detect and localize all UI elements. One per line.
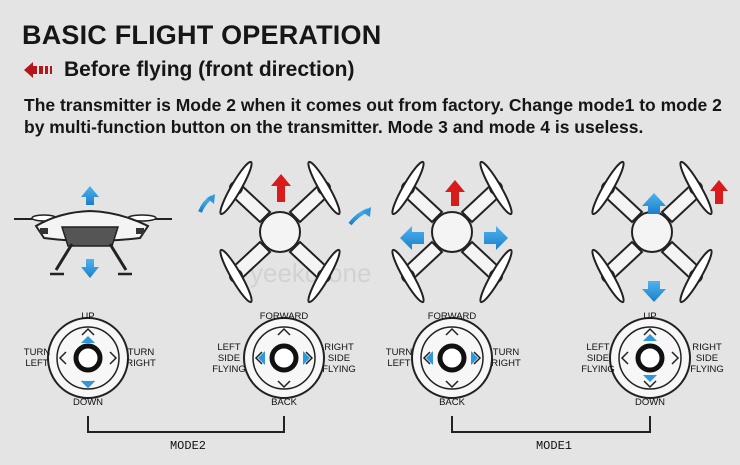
stick-label-left: TURN <box>386 347 413 358</box>
stick-label-left: SIDE <box>587 353 609 364</box>
stick-label-right: FLYING <box>322 364 356 375</box>
stick-label-left: TURN <box>24 347 51 358</box>
stick-label-right: FLYING <box>690 364 724 375</box>
stick-up-arrow-icon <box>643 334 657 341</box>
up-arrow-icon <box>81 186 99 205</box>
stick-right-arrow-icon <box>471 351 478 365</box>
rotate-arrow-icon <box>198 194 371 226</box>
mode2-label: MODE2 <box>170 439 206 453</box>
mode1-bracket: MODE1 <box>451 416 651 453</box>
stick-label-left: SIDE <box>218 353 240 364</box>
down-arrow-icon <box>81 259 99 278</box>
back-arrow-icon <box>24 62 52 78</box>
control-stick-1: UP DOWN TURN LEFT TURN RIGHT <box>24 311 156 408</box>
stick-label-right: SIDE <box>328 353 350 364</box>
control-stick-3: FORWARD BACK TURN LEFT TURN RIGHT <box>386 311 521 408</box>
up-arrow-icon <box>642 193 666 214</box>
stick-label-top: FORWARD <box>260 311 309 322</box>
stick-up-arrow-icon <box>81 336 95 343</box>
stick-label-top: UP <box>81 311 94 322</box>
right-arrow-icon <box>484 226 508 250</box>
mode2-bracket: MODE2 <box>87 416 285 453</box>
control-stick-2: FORWARD BACK LEFT SIDE FLYING RIGHT SIDE… <box>212 311 356 408</box>
mode1-label: MODE1 <box>536 439 572 453</box>
stick-label-left: LEFT <box>25 358 48 369</box>
left-arrow-icon <box>400 226 424 250</box>
stick-label-left: FLYING <box>212 364 246 375</box>
drone-top-view <box>219 160 341 304</box>
stick-label-bottom: BACK <box>439 397 466 408</box>
intro-text: The transmitter is Mode 2 when it comes … <box>24 95 722 137</box>
stick-label-right: RIGHT <box>324 342 354 353</box>
stick-label-right: RIGHT <box>126 358 156 369</box>
stick-label-top: FORWARD <box>428 311 477 322</box>
stick-label-bottom: BACK <box>271 397 298 408</box>
stick-down-arrow-icon <box>81 381 95 388</box>
page-title: BASIC FLIGHT OPERATION <box>22 20 382 50</box>
stick-label-left: LEFT <box>217 342 240 353</box>
drone-side-view <box>14 209 172 276</box>
stick-down-arrow-icon <box>643 375 657 382</box>
stick-label-bottom: DOWN <box>635 397 665 408</box>
forward-arrow-icon <box>271 174 291 202</box>
control-stick-4: UP DOWN LEFT SIDE FLYING RIGHT SIDE FLYI… <box>581 311 724 408</box>
forward-arrow-icon <box>710 180 728 204</box>
stick-label-left: LEFT <box>586 342 609 353</box>
stick-label-left: FLYING <box>581 364 615 375</box>
stick-label-right: TURN <box>493 347 520 358</box>
stick-label-right: SIDE <box>696 353 718 364</box>
subtitle: Before flying (front direction) <box>64 58 355 81</box>
stick-label-top: UP <box>643 311 656 322</box>
stick-left-arrow-icon <box>426 351 433 365</box>
subtitle-row: Before flying (front direction) <box>24 58 355 82</box>
drone-top-view <box>591 160 713 304</box>
stick-label-right: RIGHT <box>692 342 722 353</box>
stick-right-arrow-icon <box>303 351 310 365</box>
stick-label-right: TURN <box>128 347 155 358</box>
stick-label-left: LEFT <box>387 358 410 369</box>
stick-label-right: RIGHT <box>491 358 521 369</box>
forward-arrow-icon <box>445 180 465 206</box>
drone-top-view <box>391 160 513 304</box>
down-arrow-icon <box>642 281 666 302</box>
stick-left-arrow-icon <box>258 351 265 365</box>
stick-label-bottom: DOWN <box>73 397 103 408</box>
